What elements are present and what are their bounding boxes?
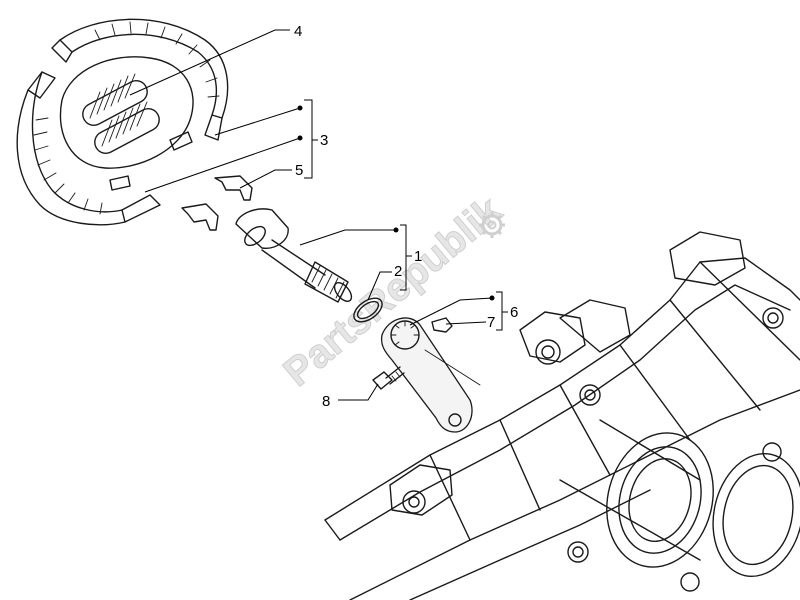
- engine-casing: [324, 231, 800, 600]
- washer-ring: [353, 297, 383, 323]
- brake-shoe-assembly: [16, 18, 229, 226]
- brake-lever: [380, 317, 481, 433]
- small-clip: [431, 317, 453, 333]
- callout-3: 3: [320, 132, 328, 149]
- brake-springs: [82, 73, 160, 154]
- callout-4: 4: [294, 23, 302, 40]
- watermark: PartsRepublik: [275, 187, 511, 395]
- callout-1: 1: [414, 248, 422, 265]
- callout-6: 6: [510, 304, 518, 321]
- callout-2: 2: [394, 263, 402, 280]
- camshaft: [235, 208, 353, 303]
- callout-8: 8: [322, 393, 330, 410]
- callout-5: 5: [295, 162, 303, 179]
- clip-parts: [181, 175, 253, 231]
- watermark-text: PartsRepublik: [276, 188, 511, 395]
- callout-leaders: [129, 29, 508, 401]
- callout-7: 7: [487, 314, 495, 331]
- gear-icon: [479, 212, 505, 238]
- callout-labels: 4 3 5 1 2 6 7 8: [294, 23, 518, 410]
- bolt: [372, 366, 405, 390]
